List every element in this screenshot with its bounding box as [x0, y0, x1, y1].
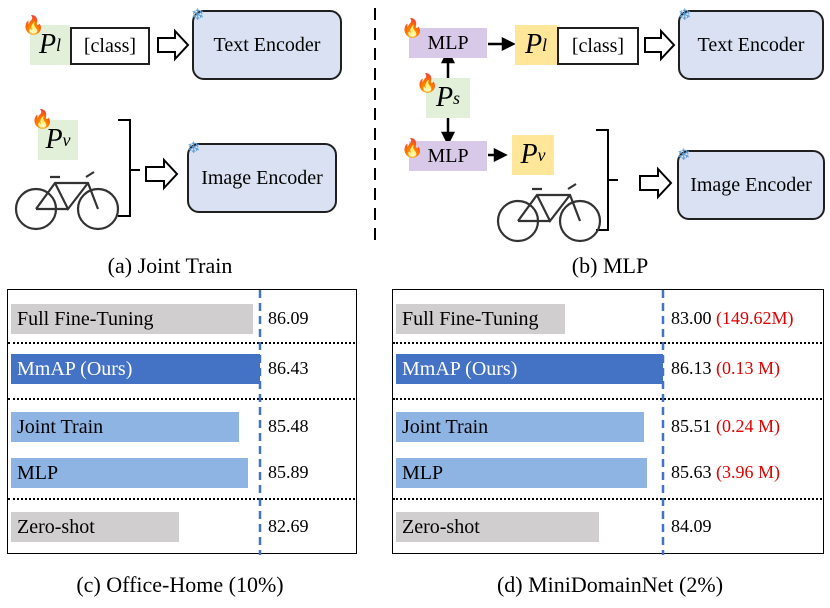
caption-d: (d) MiniDomainNet (2%) [496, 572, 724, 597]
row-separator [393, 342, 822, 344]
value-label: 86.43 [268, 358, 309, 378]
value-label: 83.00 (149.62M) [671, 308, 794, 328]
fire-icon: 🔥 [22, 15, 45, 35]
arrow-right-icon [157, 28, 190, 62]
row-separator [8, 398, 355, 400]
image-encoder: Image Encoder [677, 150, 825, 220]
row-separator [393, 498, 822, 500]
snowflake-icon: ❄ [677, 147, 691, 164]
value-label: 82.69 [268, 516, 309, 536]
snowflake-icon: ❄ [191, 7, 205, 24]
bar: Zero-shot [396, 512, 600, 542]
value-label: 85.51 (0.24 M) [671, 416, 780, 436]
param-count: (3.96 M) [711, 462, 780, 482]
param-count: (0.13 M) [711, 358, 780, 378]
value-label: 85.89 [268, 462, 309, 482]
bar: Joint Train [396, 412, 644, 442]
caption-b: (b) MLP [571, 253, 649, 278]
mlp-bottom: MLP [409, 141, 487, 171]
fire-icon: 🔥 [31, 109, 54, 129]
class-token: [class] [70, 27, 150, 65]
bar: Full Fine-Tuning [396, 304, 566, 334]
fire-icon: 🔥 [416, 73, 439, 93]
arrow-right-icon [639, 166, 673, 200]
value-label: 85.63 (3.96 M) [671, 462, 780, 482]
bicycle-icon [496, 183, 602, 243]
caption-a: (a) Joint Train [107, 253, 233, 278]
chart-panel-d: Full Fine-Tuning 83.00 (149.62M) MmAP (Our… [392, 289, 824, 555]
row-separator [393, 398, 822, 400]
value-label: 86.09 [268, 308, 309, 328]
snowflake-icon: ❄ [187, 140, 201, 157]
arrow-right-icon [644, 28, 676, 62]
value-label: 85.48 [268, 416, 309, 436]
bracket [596, 129, 618, 231]
fire-icon: 🔥 [401, 138, 424, 158]
arrow-right-icon [145, 157, 179, 191]
reference-line [258, 290, 262, 555]
image-encoder: Image Encoder [187, 143, 337, 213]
snowflake-icon: ❄ [678, 7, 692, 24]
class-token: [class] [557, 27, 639, 65]
value-label: 84.09 [671, 516, 712, 536]
bar: Full Fine-Tuning [11, 304, 253, 334]
bar: Joint Train [11, 412, 240, 442]
value-label: 86.13 (0.13 M) [671, 358, 780, 378]
bar: MLP [11, 458, 249, 488]
text-encoder: Text Encoder [192, 10, 342, 80]
bar: MmAP (Ours) [11, 354, 260, 384]
caption-c: (c) Office-Home (10%) [76, 572, 284, 597]
bicycle-icon [14, 171, 120, 231]
bar: Zero-shot [11, 512, 179, 542]
reference-line [661, 290, 665, 555]
bracket [118, 119, 140, 217]
mlp-top: MLP [409, 28, 487, 58]
fire-icon: 🔥 [401, 18, 424, 38]
row-separator [8, 498, 355, 500]
row-separator [8, 342, 355, 344]
param-count: (0.24 M) [711, 416, 780, 436]
bar: MmAP (Ours) [396, 354, 663, 384]
text-encoder: Text Encoder [678, 10, 824, 80]
bar: MLP [396, 458, 648, 488]
param-count: (149.62M) [711, 308, 794, 328]
